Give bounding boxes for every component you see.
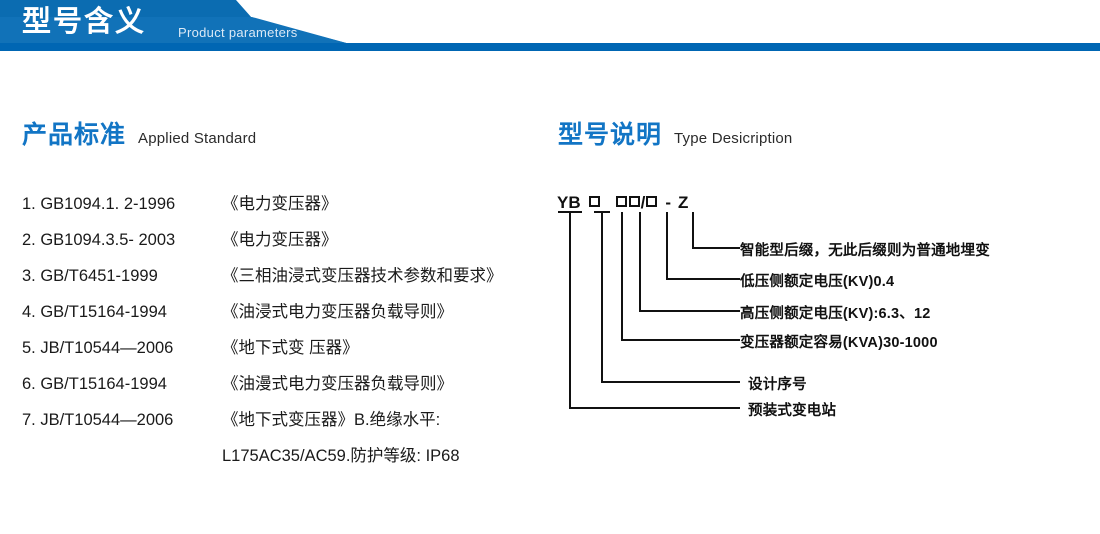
page-header-banner: 型号含义 Product parameters [0, 0, 1100, 52]
type-code-separator: / [640, 193, 646, 212]
standard-name: 《地下式变压器》B.绝缘水平: [222, 411, 441, 429]
list-item: 6. GB/T15164-1994 《油漫式电力变压器负载导则》 [22, 370, 542, 406]
section-heading-en: Applied Standard [138, 130, 257, 147]
list-item: 4. GB/T15164-1994 《油浸式电力变压器负载导则》 [22, 298, 542, 334]
banner-title-cn: 型号含义 [22, 6, 147, 38]
standard-name: 《三相油浸式变压器技术参数和要求》 [222, 267, 503, 285]
type-code-box-3 [628, 196, 640, 207]
standard-name: 《地下式变 压器》 [222, 339, 359, 357]
annotation-lv-rated-voltage: 低压侧额定电压(KV)0.4 [740, 274, 895, 290]
standard-continuation-line: L175AC35/AC59.防护等级: IP68 [222, 447, 460, 465]
list-item: 5. JB/T10544—2006 《地下式变 压器》 [22, 334, 542, 370]
annotation-design-serial: 设计序号 [748, 377, 807, 393]
banner-title-en: Product parameters [178, 25, 298, 40]
type-code-box-1 [588, 196, 600, 207]
standard-code: 5. JB/T10544—2006 [22, 339, 174, 357]
section-heading-applied-standard: 产品标准 Applied Standard [22, 115, 256, 151]
type-code-suffix: Z [678, 193, 689, 212]
standard-code: 6. GB/T15164-1994 [22, 375, 167, 393]
standard-name: 《油漫式电力变压器负载导则》 [222, 375, 453, 393]
list-item: 3. GB/T6451-1999 《三相油浸式变压器技术参数和要求》 [22, 262, 542, 298]
type-code-box-2 [615, 196, 627, 207]
annotation-smart-suffix: 智能型后缀，无此后缀则为普通地埋变 [740, 243, 990, 259]
type-code-box-4 [646, 196, 658, 207]
annotation-rated-capacity: 变压器额定容易(KVA)30-1000 [740, 335, 938, 351]
standard-code: 3. GB/T6451-1999 [22, 267, 158, 285]
leader-lines [558, 211, 740, 409]
list-item: 1. GB1094.1. 2-1996 《电力变压器》 [22, 190, 542, 226]
standard-name: 《油浸式电力变压器负载导则》 [222, 303, 453, 321]
standard-code: 7. JB/T10544—2006 [22, 411, 174, 429]
standard-name: 《电力变压器》 [222, 231, 338, 249]
type-designation-diagram: YB /-Z 智能型后缀，无此后缀则为普通地埋变 低压侧额定电压(KV)0.4 高… [550, 185, 1095, 435]
banner-underline-bar [0, 43, 1100, 51]
applied-standard-list: 1. GB1094.1. 2-1996 《电力变压器》 2. GB1094.3.… [22, 190, 542, 478]
standard-code: 1. GB1094.1. 2-1996 [22, 195, 176, 213]
type-code-prefix: YB [557, 193, 581, 212]
standard-code: 4. GB/T15164-1994 [22, 303, 167, 321]
section-heading-type-description: 型号说明 Type Desicription [558, 115, 792, 151]
list-item: 7. JB/T10544—2006 《地下式变压器》B.绝缘水平: [22, 406, 542, 442]
list-item: 2. GB1094.3.5- 2003 《电力变压器》 [22, 226, 542, 262]
type-code-dash: - [665, 193, 672, 212]
type-code-string: YB /-Z [557, 193, 688, 213]
section-heading-cn: 产品标准 [22, 121, 127, 149]
annotation-hv-rated-voltage: 高压侧额定电压(KV):6.3、12 [740, 306, 931, 322]
section-heading-cn: 型号说明 [558, 121, 663, 149]
annotation-prefab-substation: 预装式变电站 [748, 403, 837, 419]
standard-code: 2. GB1094.3.5- 2003 [22, 231, 176, 249]
section-heading-en: Type Desicription [674, 130, 793, 147]
standard-name: 《电力变压器》 [222, 195, 338, 213]
